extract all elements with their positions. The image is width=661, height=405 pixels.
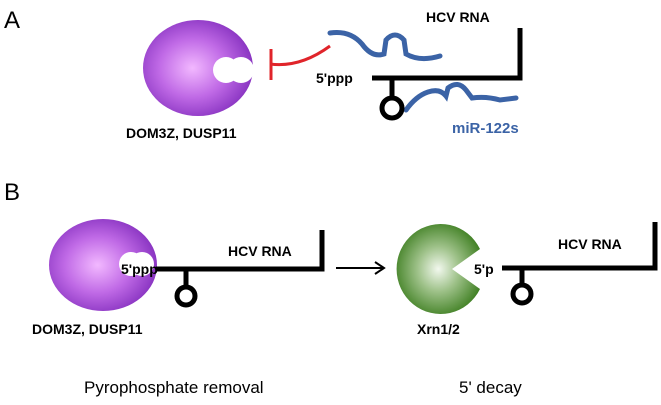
reaction-arrow bbox=[336, 261, 386, 275]
dom3z-dusp11-enzyme bbox=[143, 20, 254, 116]
panel-b-left-enzyme-label: DOM3Z, DUSP11 bbox=[32, 321, 143, 337]
panel-a-letter: A bbox=[4, 7, 20, 34]
panel-a-enzyme-label: DOM3Z, DUSP11 bbox=[126, 125, 237, 141]
panel-a-rna-label: HCV RNA bbox=[426, 9, 490, 25]
panel-b-left-rna-label: HCV RNA bbox=[228, 243, 292, 259]
caption-5-prime-decay: 5' decay bbox=[459, 378, 522, 397]
panel-b-left-cap-label: 5'ppp bbox=[121, 261, 158, 277]
panel-a-mir-label: miR-122s bbox=[452, 120, 519, 137]
panel-b-right-cap-label: 5'p bbox=[474, 261, 494, 277]
panel-b-right-rna-strand bbox=[502, 222, 658, 306]
panel-b-right-enzyme-label: Xrn1/2 bbox=[417, 321, 460, 337]
xrn1-2-enzyme bbox=[396, 224, 480, 315]
hcv-rna-strand-a bbox=[372, 28, 523, 121]
caption-pyrophosphate-removal: Pyrophosphate removal bbox=[84, 378, 264, 397]
mir-122-lower-strand bbox=[403, 82, 519, 113]
panel-b-dom3z-enzyme bbox=[49, 219, 157, 311]
panel-b-right-rna-label: HCV RNA bbox=[558, 236, 622, 252]
mir-122-upper-strand bbox=[327, 30, 443, 62]
panel-a: A DOM3Z, DUSP11 HCV RNA 5'ppp miR-122s bbox=[4, 7, 523, 141]
panel-a-cap-label: 5'ppp bbox=[316, 70, 353, 86]
panel-b-left-rna-strand bbox=[156, 230, 325, 308]
panel-b: B 5'ppp HCV RNA DOM3Z, DUSP11 5'p HCV bbox=[4, 179, 658, 397]
panel-b-letter: B bbox=[4, 179, 20, 206]
inhibition-symbol bbox=[269, 44, 331, 80]
